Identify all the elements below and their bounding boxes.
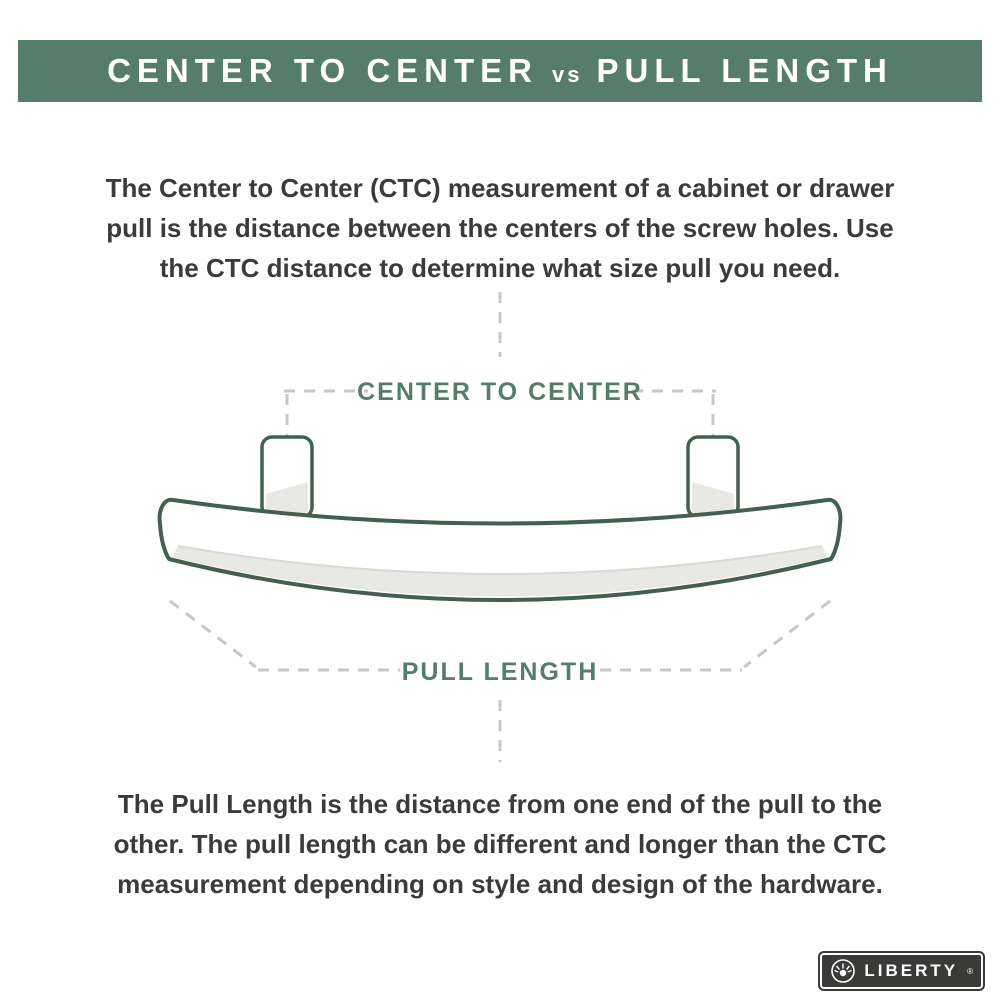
title-banner: CENTER TO CENTER vs PULL LENGTH — [18, 40, 982, 102]
pull-length-description-line1: The Pull Length is the distance from one… — [117, 789, 883, 819]
pull-right-diagonal-line — [743, 599, 831, 669]
pull-left-diagonal-line — [169, 599, 257, 669]
pull-length-label: PULL LENGTH — [401, 658, 599, 686]
pull-body — [157, 497, 843, 602]
banner-title-vs: vs — [552, 62, 583, 87]
center-to-center-label: CENTER TO CENTER — [357, 378, 643, 406]
banner-title-right: PULL LENGTH — [596, 52, 893, 89]
liberty-logo-text: LIBERTY — [864, 961, 959, 980]
registered-trademark-mark: ® — [967, 966, 973, 976]
pull-length-description: The Pull Length is the distance from one… — [0, 784, 1000, 904]
ctc-description-line3: the CTC distance to determine what size … — [159, 253, 841, 283]
liberty-emblem-icon — [831, 959, 856, 983]
pull-length-description-line3: measurement depending on style and desig… — [117, 869, 883, 899]
pull-bottom-shading — [172, 546, 828, 597]
ctc-description: The Center to Center (CTC) measurement o… — [0, 168, 1000, 288]
ctc-description-line1: The Center to Center (CTC) measurement o… — [105, 173, 895, 203]
pull-posts — [260, 435, 740, 519]
ctc-description-line2: pull is the distance between the centers… — [106, 213, 894, 243]
right-post-shading — [692, 482, 734, 514]
pull-inner-contour — [177, 545, 823, 575]
banner-title-left: CENTER TO CENTER — [107, 52, 539, 89]
left-post-shading — [266, 482, 308, 514]
liberty-logo: LIBERTY ® — [818, 951, 985, 991]
pull-length-description-line2: other. The pull length can be different … — [113, 829, 887, 859]
